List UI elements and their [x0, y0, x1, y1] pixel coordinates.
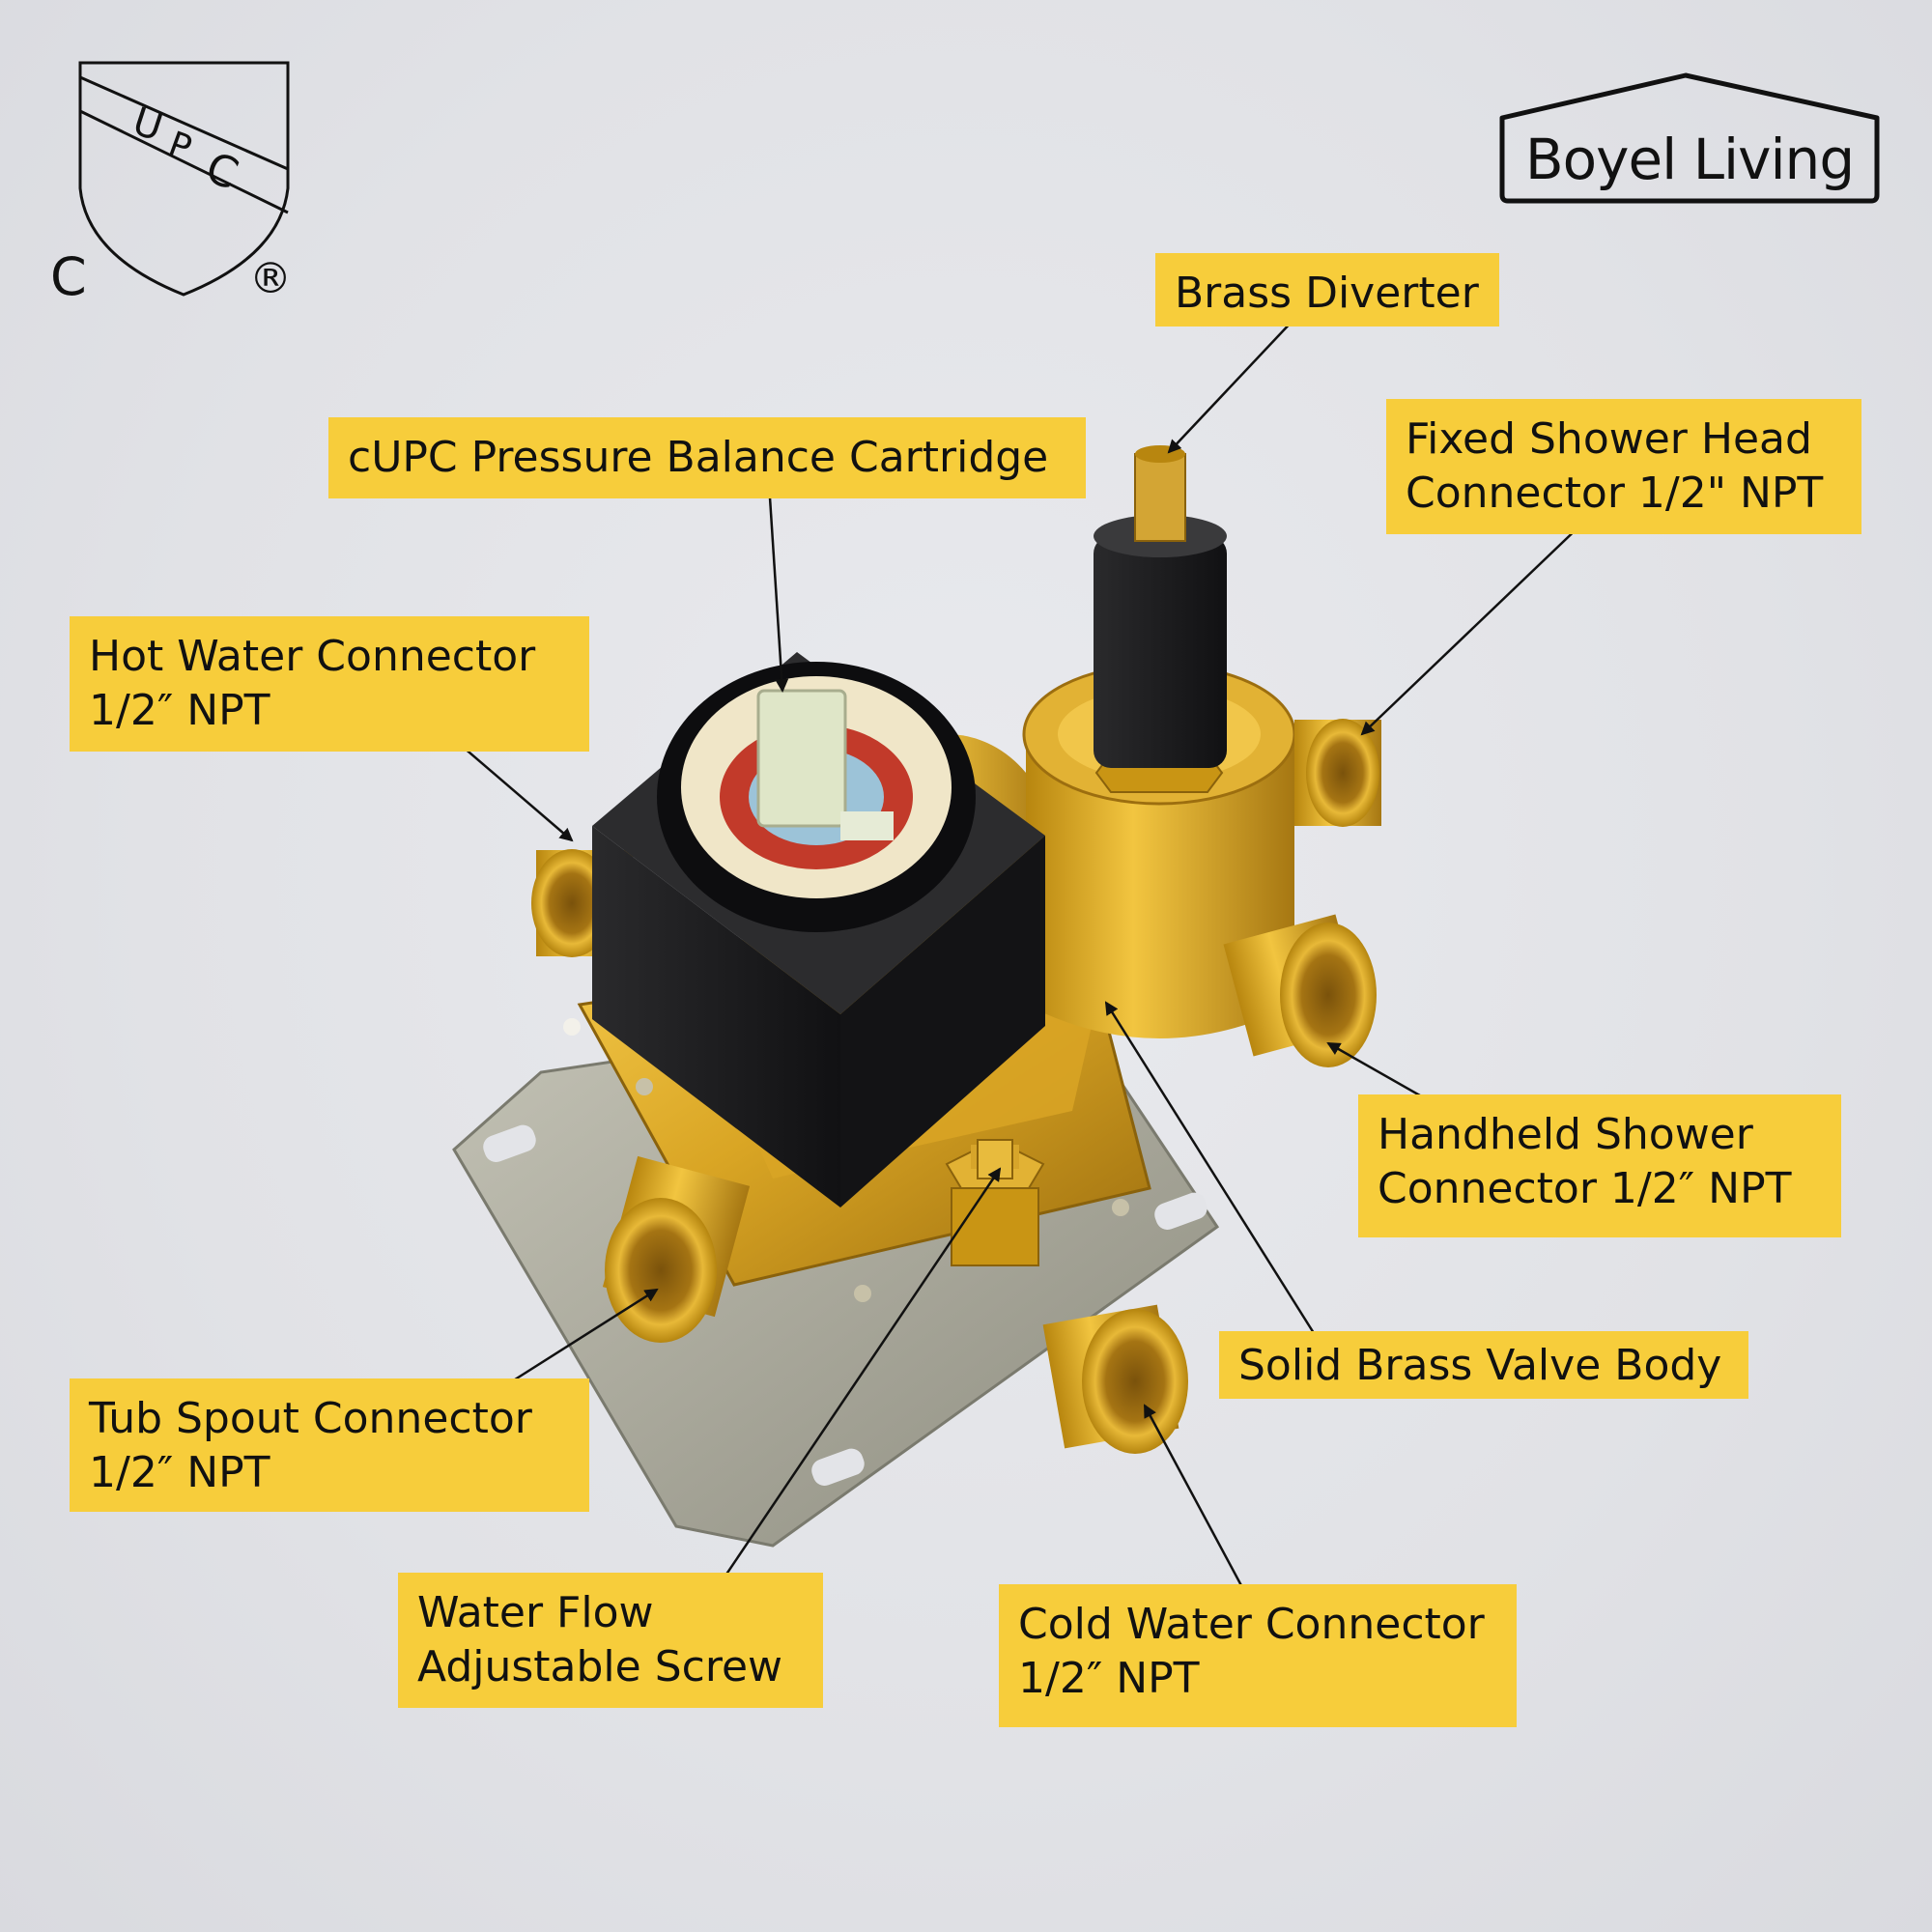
callout-brass-diverter: Brass Diverter	[1155, 253, 1499, 327]
callout-cold-water-connector: Cold Water Connector 1/2″ NPT	[999, 1584, 1517, 1727]
fixed-shower-connector	[1294, 719, 1381, 827]
callout-text-line: 1/2″ NPT	[89, 1448, 270, 1497]
callout-hot-water-connector: Hot Water Connector 1/2″ NPT	[70, 616, 589, 752]
brand-name: Boyel Living	[1525, 127, 1854, 192]
callout-text-line: Cold Water Connector	[1018, 1600, 1485, 1649]
callout-text-line: 1/2″ NPT	[89, 686, 270, 735]
callout-text-line: Hot Water Connector	[89, 632, 536, 681]
callout-handheld-shower-connector: Handheld Shower Connector 1/2″ NPT	[1358, 1094, 1841, 1237]
diverter-stem	[1094, 445, 1227, 768]
callout-text-line: Solid Brass Valve Body	[1238, 1341, 1722, 1390]
callout-solid-brass-valve-body: Solid Brass Valve Body	[1219, 1331, 1748, 1399]
cartridge-trim	[592, 652, 1045, 1208]
callout-text-line: Connector 1/2" NPT	[1406, 469, 1824, 518]
callout-text-line: Adjustable Screw	[417, 1642, 783, 1691]
cupc-certification-logo: U P C C ®	[50, 61, 292, 304]
callout-text-line: Brass Diverter	[1175, 269, 1479, 318]
callout-text-line: cUPC Pressure Balance Cartridge	[348, 433, 1049, 482]
registered-mark: ®	[249, 254, 292, 303]
callout-tub-spout-connector: Tub Spout Connector 1/2″ NPT	[70, 1378, 589, 1512]
callout-water-flow-adjustable-screw: Water Flow Adjustable Screw	[398, 1573, 823, 1708]
callout-fixed-shower-head-connector: Fixed Shower Head Connector 1/2" NPT	[1386, 399, 1861, 534]
flow-adjust-screw	[945, 1139, 1045, 1266]
callout-text-line: Tub Spout Connector	[89, 1394, 532, 1443]
boyel-living-logo: Boyel Living	[1499, 72, 1880, 204]
tub-spout-connector	[602, 1155, 751, 1343]
callout-text-line: Fixed Shower Head	[1406, 414, 1812, 464]
callout-text-line: Connector 1/2″ NPT	[1378, 1164, 1792, 1213]
cupc-prefix-c: C	[50, 246, 87, 304]
callout-pressure-balance-cartridge: cUPC Pressure Balance Cartridge	[328, 417, 1086, 498]
callout-text-line: Handheld Shower	[1378, 1110, 1753, 1159]
callout-text-line: 1/2″ NPT	[1018, 1654, 1200, 1703]
handheld-shower-connector	[1223, 914, 1377, 1067]
callout-text-line: Water Flow	[417, 1588, 654, 1637]
